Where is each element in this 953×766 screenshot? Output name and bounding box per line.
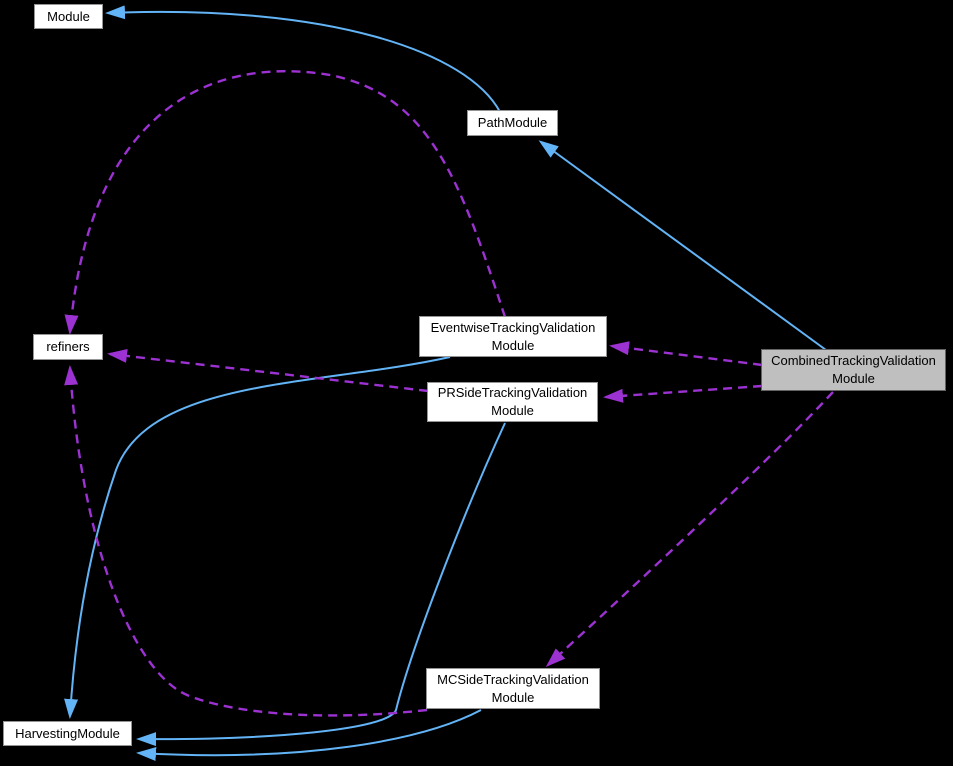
- node-eventwisetrackingvalidationmodule[interactable]: EventwiseTrackingValidation Module: [419, 316, 607, 357]
- edge-inherit-eventwise-to-harvestingmodule: [64, 356, 451, 719]
- edge-inherit-pathmodule-to-module: [105, 5, 501, 113]
- edge-uses-combined-to-mcside: [545, 391, 834, 668]
- edge-inherit-mcside-to-harvestingmodule: [136, 709, 482, 761]
- node-prsidetrackingvalidationmodule[interactable]: PRSideTrackingValidation Module: [427, 382, 598, 422]
- edge-uses-eventwise-to-refiners: [64, 70, 507, 335]
- node-pathmodule[interactable]: PathModule: [467, 110, 558, 136]
- edge-uses-combined-to-eventwise: [609, 341, 763, 367]
- node-mcsidetrackingvalidationmodule[interactable]: MCSideTrackingValidation Module: [426, 668, 600, 709]
- edge-uses-mcside-to-refiners: [64, 365, 428, 717]
- node-module[interactable]: Module: [34, 4, 103, 29]
- node-combinedtrackingvalidationmodule-selected: CombinedTrackingValidation Module: [761, 349, 946, 391]
- edge-inherit-prside-to-harvestingmodule: [136, 422, 506, 747]
- edge-inherit-combined-to-pathmodule: [538, 140, 827, 351]
- node-harvestingmodule[interactable]: HarvestingModule: [3, 721, 132, 746]
- node-refiners[interactable]: refiners: [33, 334, 103, 360]
- edge-uses-combined-to-prside: [603, 384, 763, 403]
- edge-uses-prside-to-refiners: [107, 349, 429, 393]
